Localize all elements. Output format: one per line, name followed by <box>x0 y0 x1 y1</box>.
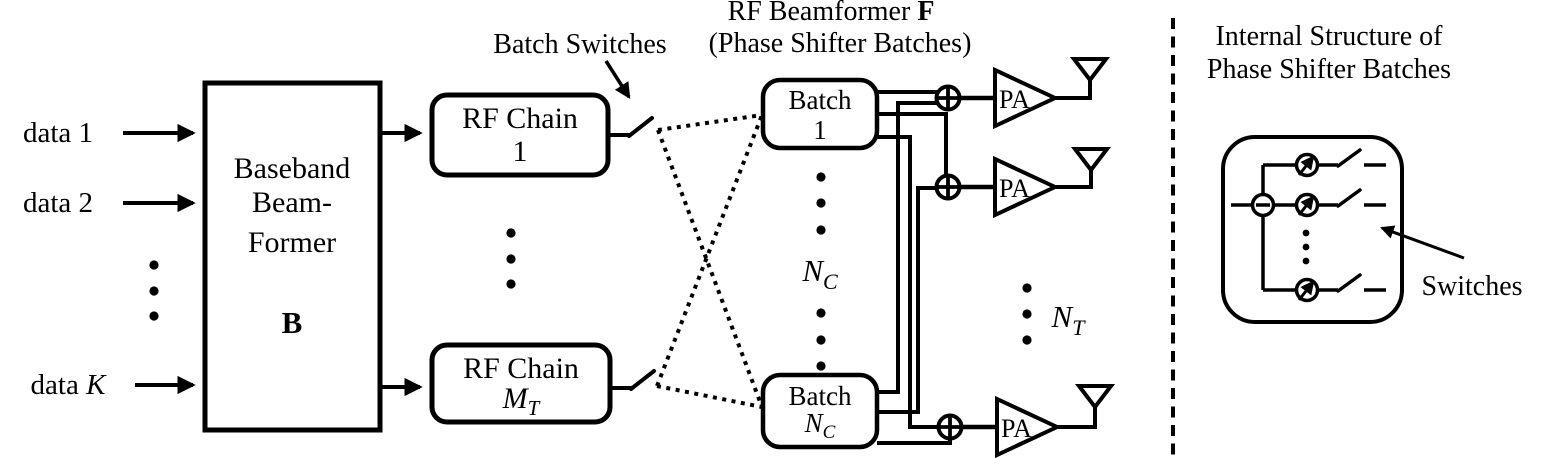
pa-amplifier-1-icon: PA <box>993 66 1060 130</box>
switch-icon <box>1336 273 1362 293</box>
baseband-matrix-label: B <box>282 305 303 340</box>
phase-shifter-row-2 <box>1273 188 1386 218</box>
pa-3-label: PA <box>1001 414 1032 443</box>
nt-count-label: NT <box>1051 299 1087 340</box>
internal-title-line1: Internal Structure of <box>1215 21 1443 52</box>
splitter-icon <box>1250 192 1276 218</box>
phase-shifter-row-1 <box>1263 148 1386 178</box>
data-inputs: data 1 data 2 data K <box>23 117 196 401</box>
nc-count-label: NC <box>801 253 838 294</box>
phase-shifter-row-3 <box>1263 273 1386 303</box>
batch-1-line1: Batch <box>789 85 852 115</box>
baseband-label-line2: Beam- <box>252 186 332 219</box>
antenna-2-icon <box>1055 147 1112 189</box>
batch-switches-label: Batch Switches <box>493 29 666 60</box>
phase-shifter-batch-internal-box <box>1221 135 1404 324</box>
batch-switch-mt-icon <box>608 369 656 391</box>
phase-shifter-icon <box>1294 152 1320 178</box>
rf-beamformer-subtitle: (Phase Shifter Batches) <box>709 28 972 59</box>
rf-chain-ellipsis-dots <box>506 228 516 289</box>
batch-ellipsis-dots-lower <box>816 308 826 371</box>
rf-chain-mt-line2: MT <box>502 382 541 420</box>
combiner-bus-wires <box>877 90 952 445</box>
antenna-ellipsis-dots <box>1022 283 1032 345</box>
dataK-label: data K <box>31 369 108 401</box>
rf-chain-mt-block: RF Chain MT <box>429 342 613 425</box>
rf-chain-1-line1: RF Chain <box>462 102 578 135</box>
rf-beamformer-title: RF Beamformer F <box>728 0 935 27</box>
switch-crossbar-dotted-lines <box>655 113 764 409</box>
pa-2-label: PA <box>999 174 1030 203</box>
pa-amplifier-3-icon: PA <box>995 395 1062 458</box>
batch-1-line2: 1 <box>813 115 827 145</box>
switch-icon <box>1336 148 1362 168</box>
baseband-beamformer-block: Baseband Beam- Former B <box>202 80 383 433</box>
batch-switch-1-icon <box>606 116 654 138</box>
phase-shifter-ellipsis-dots <box>1302 229 1310 265</box>
rf-chain-1-line2: 1 <box>513 135 528 168</box>
data-ellipsis-dots <box>149 260 159 321</box>
sum-node-2-icon <box>934 173 962 201</box>
baseband-label-line3: Former <box>248 226 336 259</box>
sum-node-3-icon <box>936 413 964 441</box>
pa-amplifier-2-icon: PA <box>993 155 1060 219</box>
baseband-label-line1: Baseband <box>234 152 351 185</box>
data2-label: data 2 <box>23 187 93 219</box>
batch-nc-line2: NC <box>804 408 836 443</box>
switches-label: Switches <box>1421 271 1522 302</box>
antenna-3-icon <box>1057 384 1116 429</box>
phase-shifter-icon <box>1294 192 1320 218</box>
batch-nc-block: Batch NC <box>760 372 880 450</box>
antenna-1-icon <box>1055 57 1111 100</box>
data1-label: data 1 <box>23 117 93 149</box>
switch-icon <box>1336 188 1362 208</box>
rf-chain-1-block: RF Chain 1 <box>429 92 611 178</box>
batch-ellipsis-dots-upper <box>816 172 826 235</box>
pa-1-label: PA <box>999 85 1030 114</box>
batch-nc-line1: Batch <box>789 381 852 411</box>
batch-1-block: Batch 1 <box>760 77 880 151</box>
sum-node-1-icon <box>934 84 962 112</box>
internal-title-line2: Phase Shifter Batches <box>1207 54 1451 85</box>
batch-switches-callout-arrow <box>604 60 631 100</box>
rf-chain-mt-line1: RF Chain <box>463 352 579 385</box>
switches-callout-arrow <box>1380 225 1465 260</box>
phase-shifter-icon <box>1294 277 1320 303</box>
